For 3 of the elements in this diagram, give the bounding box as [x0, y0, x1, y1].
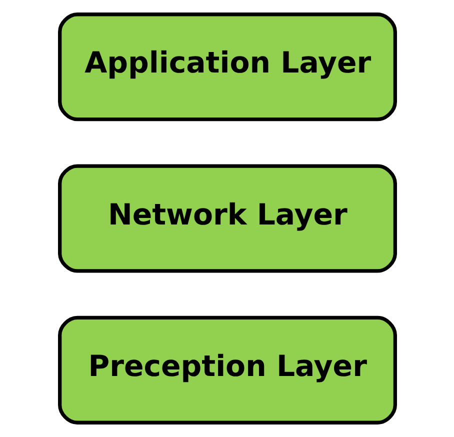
node-box: Preception Layer	[58, 316, 396, 424]
node-box: Application Layer	[58, 12, 396, 122]
node-box: Network Layer	[58, 164, 396, 273]
